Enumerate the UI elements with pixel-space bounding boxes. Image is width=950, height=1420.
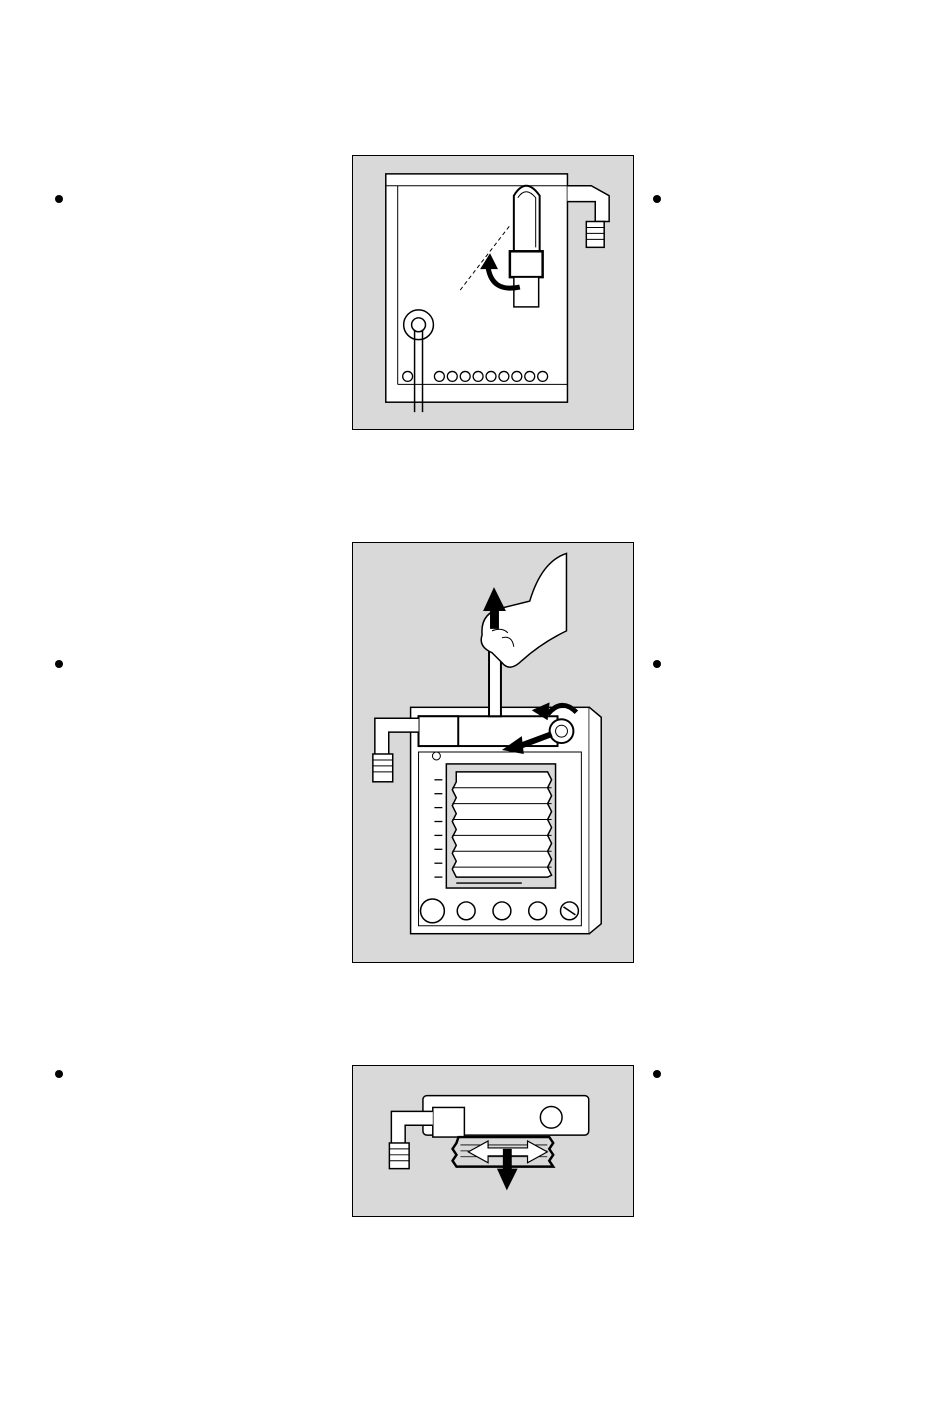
figure-1-drawing — [353, 156, 633, 429]
bullet-left-1 — [55, 195, 63, 203]
figure-tube-swing-up — [352, 155, 634, 430]
bullet-right-3 — [653, 1070, 661, 1078]
figure-3-drawing — [353, 1066, 633, 1216]
bullet-left-3 — [55, 1070, 63, 1078]
figure-tube-pull-out — [352, 542, 634, 963]
bullet-left-2 — [55, 660, 63, 668]
figure-bellows-remove — [352, 1065, 634, 1217]
figure-2-drawing — [353, 543, 633, 962]
bullet-right-1 — [653, 195, 661, 203]
bullet-right-2 — [653, 660, 661, 668]
